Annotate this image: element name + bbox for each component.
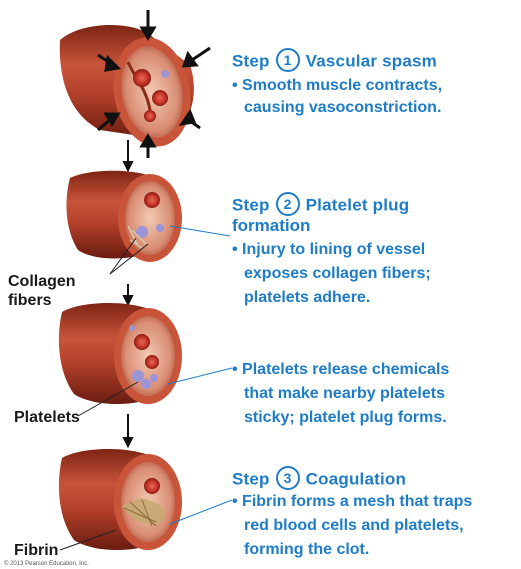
- step2b-bullet-line2: that make nearby platelets: [244, 384, 445, 404]
- step2-bullet-line2: exposes collagen fibers;: [244, 264, 431, 284]
- collagen-label-line1: Collagen: [8, 272, 76, 291]
- down-arrow-1: [124, 140, 132, 170]
- vessel-2-plug: [66, 171, 182, 262]
- step2-bullet-line1: Injury to lining of vessel: [242, 241, 425, 258]
- step1-prefix: Step: [232, 51, 270, 70]
- down-arrow-2: [124, 284, 132, 304]
- step1-bullet: • Smooth muscle contracts,: [232, 76, 442, 96]
- step3-bullet-line3: forming the clot.: [244, 540, 369, 560]
- step2-number-badge: 2: [276, 192, 300, 216]
- step2-bullet: • Injury to lining of vessel: [232, 240, 425, 260]
- step3-bullet-line2: red blood cells and platelets,: [244, 516, 464, 536]
- vessel-1-spasm: [60, 25, 199, 153]
- vessel-4-coagulation: [59, 449, 182, 550]
- platelets-label: Platelets: [14, 408, 80, 427]
- step2-bullet-line3: platelets adhere.: [244, 288, 370, 308]
- step2-title-text: Platelet plug: [306, 195, 410, 214]
- step1-number-badge: 1: [276, 48, 300, 72]
- step3-number-badge: 3: [276, 466, 300, 490]
- copyright-credit: © 2013 Pearson Education, Inc.: [4, 561, 89, 567]
- step1-title: Step 1 Vascular spasm: [232, 50, 437, 74]
- step1-bullet-line2: causing vasoconstriction.: [244, 98, 441, 118]
- collagen-label-line2: fibers: [8, 291, 52, 310]
- step3-bullet-line1: Fibrin forms a mesh that traps: [242, 493, 472, 510]
- step2-prefix: Step: [232, 195, 270, 214]
- step2b-bullet: • Platelets release chemicals: [232, 360, 449, 380]
- step3-prefix: Step: [232, 469, 270, 488]
- step1-bullet-line1: Smooth muscle contracts,: [242, 77, 442, 94]
- step3-bullet: • Fibrin forms a mesh that traps: [232, 492, 472, 512]
- step3-title: Step 3 Coagulation: [232, 468, 406, 492]
- step1-title-text: Vascular spasm: [306, 51, 437, 70]
- vessel-3-platelets: [59, 303, 182, 404]
- step2b-bullet-line1: Platelets release chemicals: [242, 361, 449, 378]
- down-arrow-3: [124, 414, 132, 446]
- step2-title: Step 2 Platelet plug: [232, 194, 409, 218]
- step2-title-line2: formation: [232, 216, 310, 236]
- step3-title-text: Coagulation: [306, 469, 406, 488]
- fibrin-label: Fibrin: [14, 541, 58, 560]
- step2b-bullet-line3: sticky; platelet plug forms.: [244, 408, 447, 428]
